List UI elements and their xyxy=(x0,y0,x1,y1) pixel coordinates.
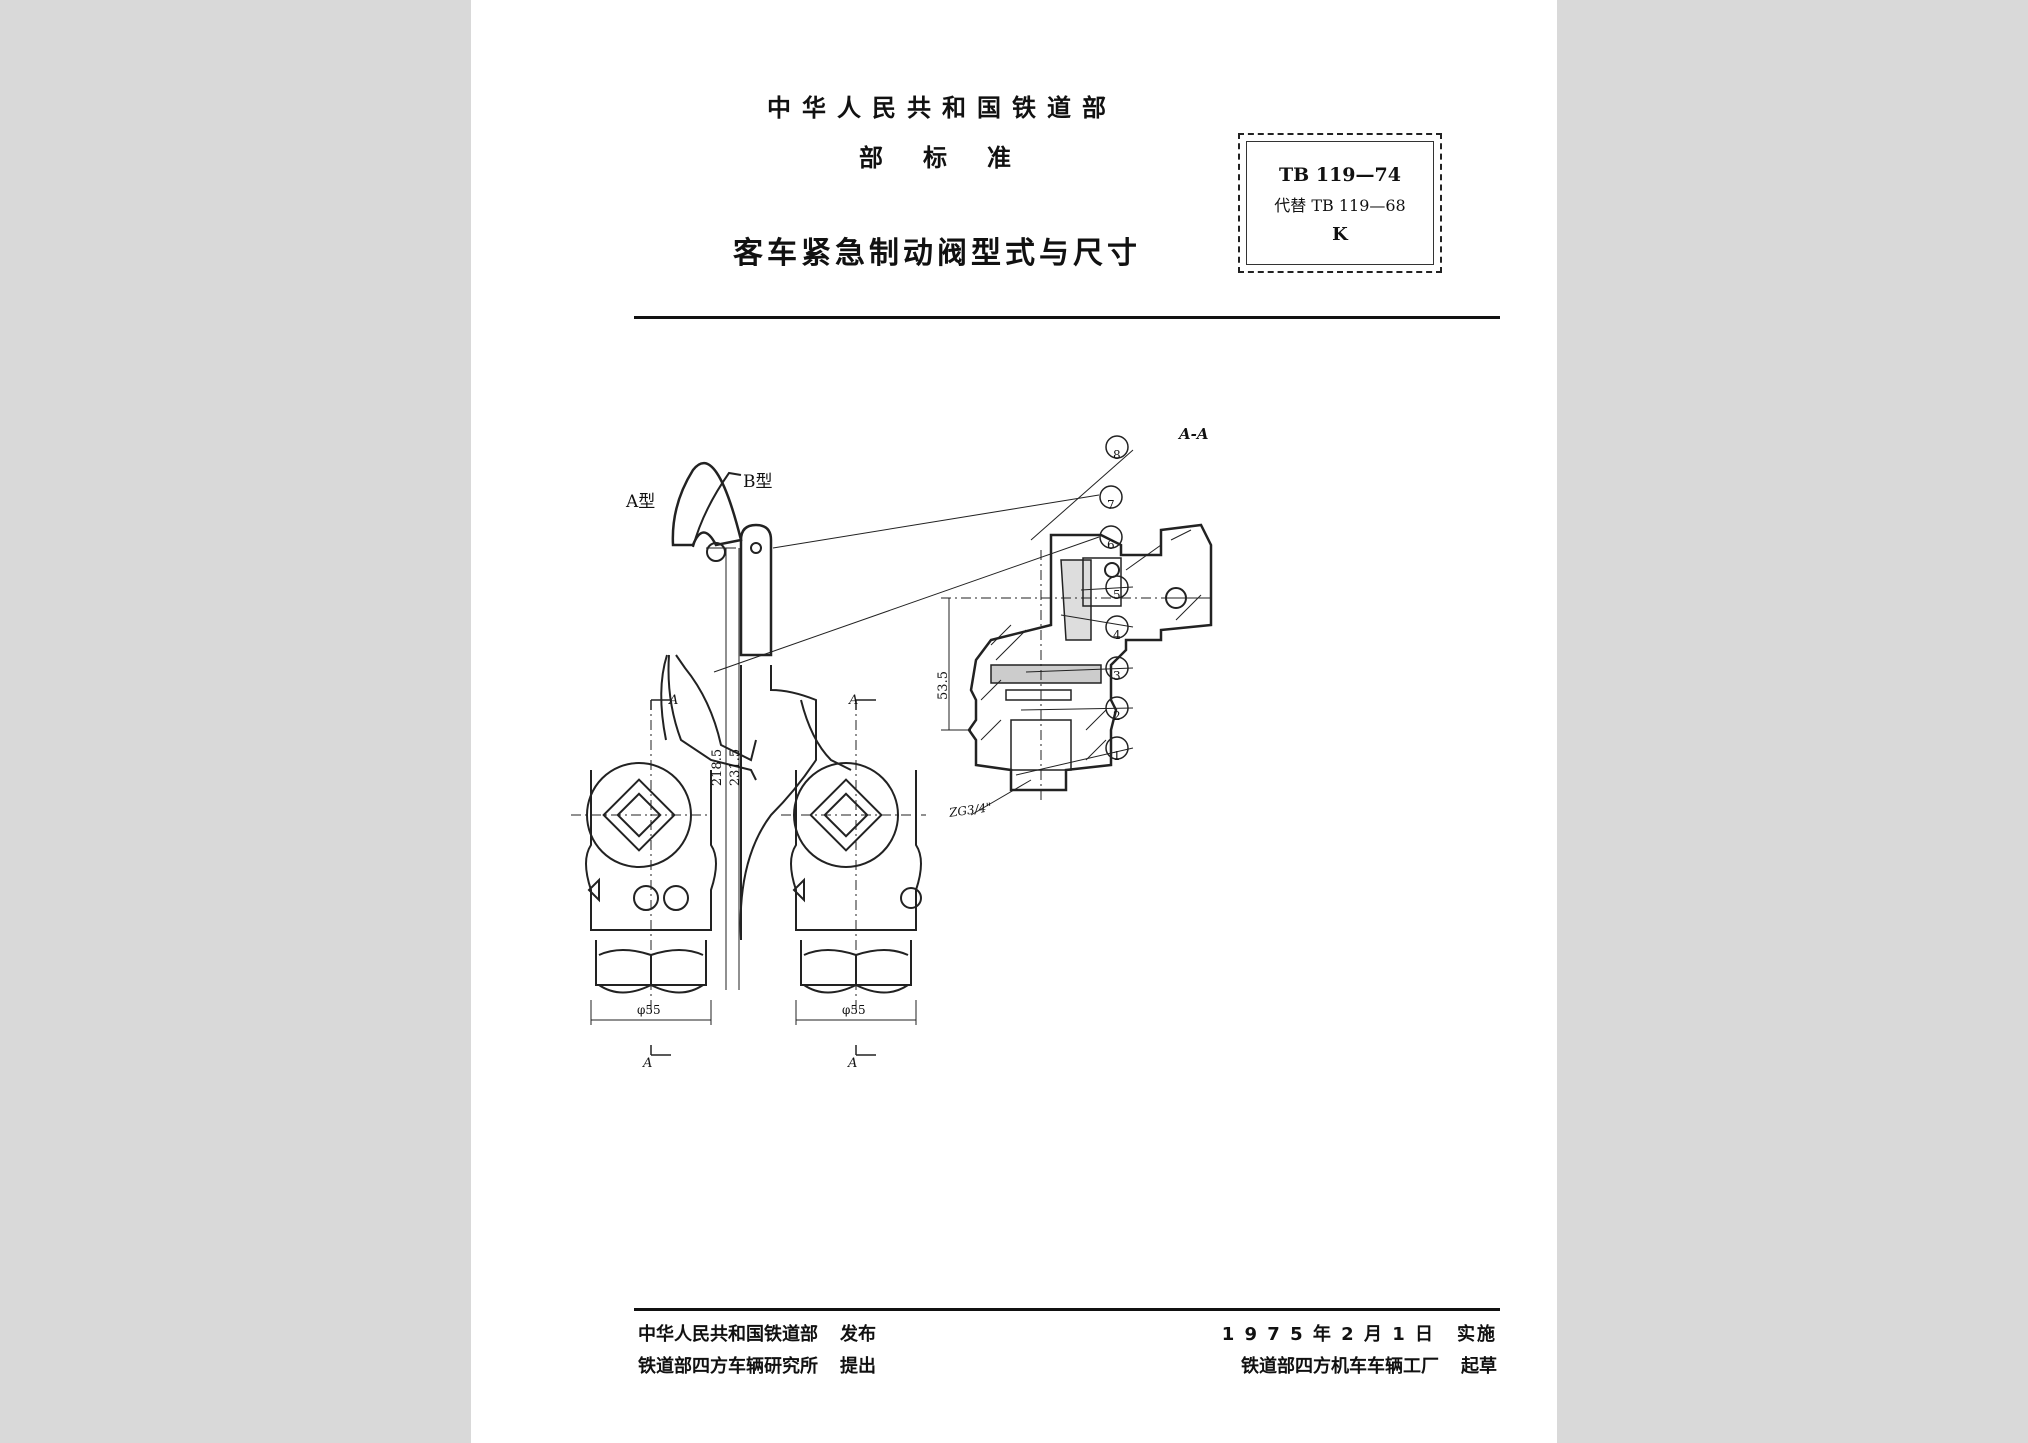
classification-code: K xyxy=(1332,224,1348,245)
cut-mark-a-bottom: A xyxy=(643,1056,653,1071)
drafter-name: 铁道部四方机车车辆工厂 xyxy=(1241,1356,1439,1377)
issuer-name: 中华人民共和国铁道部 xyxy=(638,1324,818,1345)
type-a-label: A型 xyxy=(626,492,656,512)
effective-action: 实施 xyxy=(1457,1324,1497,1345)
issuer-action: 发布 xyxy=(840,1324,876,1345)
part-number-4: 4 xyxy=(1113,628,1121,642)
part-number-7: 7 xyxy=(1107,498,1115,512)
technical-drawing xyxy=(571,435,1213,1056)
standard-type: 部标准 xyxy=(859,143,1051,172)
valve-type-a-drawing xyxy=(571,461,757,1056)
type-b-label: B型 xyxy=(743,472,773,492)
cut-mark-b-bottom: A xyxy=(848,1056,858,1071)
part-number-5: 5 xyxy=(1113,588,1121,602)
cut-mark-b-top: A xyxy=(849,693,859,708)
section-a-a-drawing xyxy=(713,449,1213,816)
cut-mark-a-top: A xyxy=(669,693,679,708)
effective-date: 1 9 7 5 年 2 月 1 日 xyxy=(1221,1324,1435,1345)
standard-page: 中华人民共和国铁道部 部标准 客车紧急制动阀型式与尺寸 TB 119—74 代替… xyxy=(471,0,1557,1443)
header-rule xyxy=(634,316,1500,319)
standard-code: TB 119—74 xyxy=(1279,164,1401,186)
footer-issuer: 中华人民共和国铁道部 发布 xyxy=(638,1320,876,1346)
part-number-2: 2 xyxy=(1113,709,1121,723)
dim-height-b: 231.5 xyxy=(728,748,744,787)
dim-diameter-b: φ55 xyxy=(842,1003,866,1017)
part-number-6: 6 xyxy=(1107,538,1115,552)
drafter-action: 起草 xyxy=(1461,1356,1497,1377)
replaced-code: 代替 TB 119—68 xyxy=(1274,196,1406,215)
footer-rule xyxy=(634,1308,1500,1311)
section-a-a-label: A-A xyxy=(1179,425,1209,443)
ministry-name: 中华人民共和国铁道部 xyxy=(767,93,1117,122)
footer-drafter: 铁道部四方机车车辆工厂 起草 xyxy=(1241,1352,1497,1378)
valve-type-b-drawing xyxy=(738,523,926,1056)
dim-height-a: 218.5 xyxy=(710,748,726,787)
part-number-balloons xyxy=(1099,435,1129,760)
proposer-name: 铁道部四方车辆研究所 xyxy=(638,1356,818,1377)
footer-effective-date: 1 9 7 5 年 2 月 1 日 实施 xyxy=(1222,1320,1497,1346)
standard-code-box: TB 119—74 代替 TB 119—68 K xyxy=(1238,133,1442,273)
proposer-action: 提出 xyxy=(840,1356,876,1377)
part-number-1: 1 xyxy=(1113,749,1121,763)
footer-proposer: 铁道部四方车辆研究所 提出 xyxy=(638,1352,876,1378)
part-number-8: 8 xyxy=(1113,448,1121,462)
dim-section-height: 53.5 xyxy=(935,671,951,700)
document-title: 客车紧急制动阀型式与尺寸 xyxy=(733,236,1141,271)
dim-diameter-a: φ55 xyxy=(637,1003,661,1017)
part-number-3: 3 xyxy=(1113,669,1121,683)
